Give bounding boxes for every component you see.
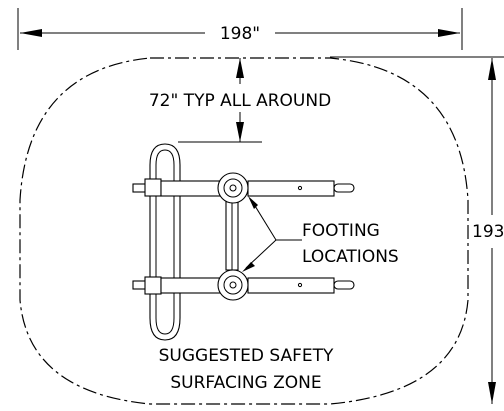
loop-handle: [149, 143, 181, 341]
footing-label-line1: FOOTING: [302, 221, 380, 241]
lower-arm: [132, 269, 355, 301]
clearance-dimension-label: 72" TYP ALL AROUND: [149, 91, 331, 111]
height-dimension-label: 193": [472, 222, 504, 242]
upper-arm: [132, 172, 355, 204]
width-dimension: 198": [17, 8, 463, 50]
width-dimension-label: 198": [220, 24, 260, 44]
footing-upper: [217, 172, 249, 204]
safety-zone-boundary: [19, 57, 469, 405]
zone-label-line1: SUGGESTED SAFETY: [159, 346, 334, 366]
footing-label-line2: LOCATIONS: [302, 247, 399, 267]
zone-label-line2: SURFACING ZONE: [170, 373, 321, 393]
equipment-plan: [132, 143, 355, 341]
clearance-dimension: 72" TYP ALL AROUND: [149, 58, 331, 143]
height-dimension: 193": [330, 56, 504, 404]
footing-lower: [217, 269, 249, 301]
footing-callout: FOOTING LOCATIONS: [242, 196, 399, 272]
